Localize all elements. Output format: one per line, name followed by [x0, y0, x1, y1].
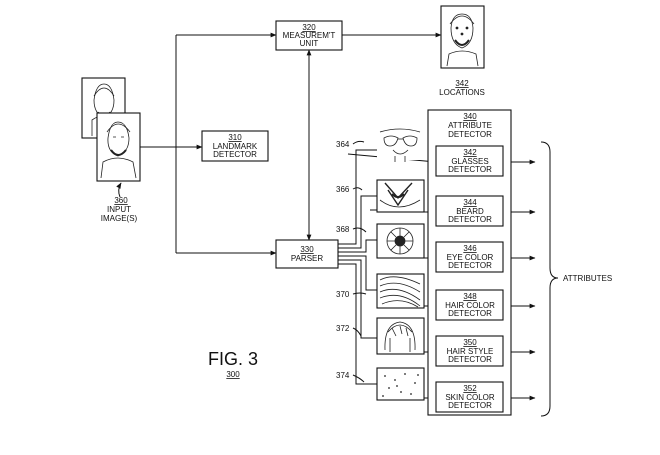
locations-number: 342 [455, 79, 469, 88]
landmark-detector-block: 310 LANDMARK DETECTOR [202, 131, 268, 161]
detector-beard-number: 344 [463, 198, 477, 207]
detector-hair-color-label-line2: DETECTOR [448, 309, 492, 318]
detector-hair-style: 350 HAIR STYLE DETECTOR [436, 336, 503, 366]
figure-number: 300 [226, 370, 240, 379]
patch-glasses [377, 128, 424, 162]
detector-glasses-number: 342 [463, 148, 477, 157]
patch-hair-color [377, 274, 424, 308]
detector-hair-color: 348 HAIR COLOR DETECTOR [436, 290, 503, 320]
detector-eye-color-number: 346 [463, 244, 477, 253]
measurement-unit-label-line2: UNIT [300, 39, 319, 48]
detector-skin-color-number: 352 [463, 384, 477, 393]
attributes-brace: ATTRIBUTES [541, 142, 612, 416]
detector-hair-color-number: 348 [463, 292, 477, 301]
patch-hair-style [377, 318, 424, 354]
locations-image: 342 LOCATIONS [439, 6, 485, 97]
patch-ref-370: 370 [336, 290, 350, 299]
locations-label: LOCATIONS [439, 88, 485, 97]
figure-caption: FIG. 3 300 [208, 349, 258, 379]
figure-title: FIG. 3 [208, 349, 258, 369]
detector-eye-color-label-line2: DETECTOR [448, 261, 492, 270]
landmark-detector-number: 310 [228, 133, 242, 142]
patch-eye [377, 224, 424, 258]
patch-ref-372: 372 [336, 324, 350, 333]
detector-skin-color-label-line2: DETECTOR [448, 401, 492, 410]
parser-label: PARSER [291, 254, 324, 263]
detector-glasses-label-line2: DETECTOR [448, 165, 492, 174]
patch-ref-374: 374 [336, 371, 350, 380]
detector-hair-style-number: 350 [463, 338, 477, 347]
patch-ref-368: 368 [336, 225, 350, 234]
patch-ref-366: 366 [336, 185, 350, 194]
detector-eye-color: 346 EYE COLOR DETECTOR [436, 242, 503, 272]
input-images-label-line2: IMAGE(S) [101, 214, 138, 223]
detector-beard-label-line2: DETECTOR [448, 215, 492, 224]
patch-skin [377, 368, 424, 400]
detector-skin-color: 352 SKIN COLOR DETECTOR [436, 382, 503, 412]
detector-hair-style-label-line2: DETECTOR [448, 355, 492, 364]
patch-beard [377, 180, 424, 212]
patch-ref-364: 364 [336, 140, 350, 149]
attribute-detector-number: 340 [463, 112, 477, 121]
detector-beard: 344 BEARD DETECTOR [436, 196, 503, 226]
measurement-unit-block: 320 MEASUREM'T UNIT [276, 21, 342, 50]
landmark-detector-label-line2: DETECTOR [213, 150, 257, 159]
attribute-detector-label-line1: ATTRIBUTE [448, 121, 492, 130]
attribute-detector-label-line2: DETECTOR [448, 130, 492, 139]
parser-number: 330 [300, 245, 314, 254]
detector-glasses: 342 GLASSES DETECTOR [436, 146, 503, 176]
attributes-label: ATTRIBUTES [563, 274, 612, 283]
input-images-label-line1: INPUT [107, 205, 131, 214]
input-images: 360 INPUT IMAGE(S) [82, 78, 140, 223]
parser-block: 330 PARSER [276, 240, 338, 268]
input-images-number: 360 [114, 196, 128, 205]
